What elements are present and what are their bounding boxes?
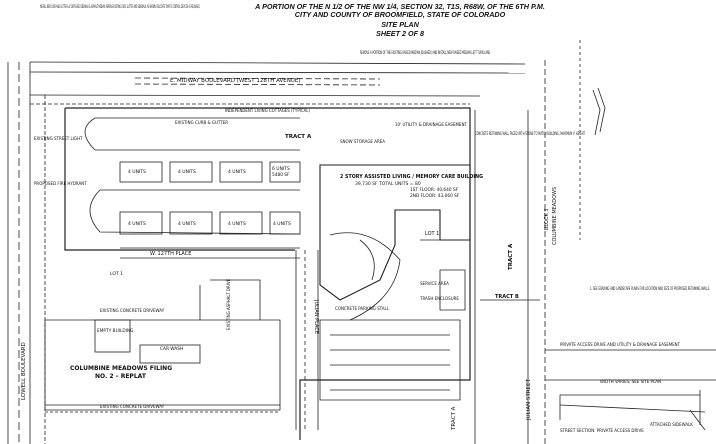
tract-a-label: TRACT A	[508, 243, 514, 270]
empty-building-label: EMPTY BUILDING	[97, 328, 134, 334]
note-asphalt-drive: EXISTING ASPHALT DRIVE	[226, 278, 231, 330]
note-existing-driveway-2: EXISTING CONCRETE DRIVEWAY	[100, 404, 165, 409]
assisted-living-label: 2 STORY ASSISTED LIVING / MEMORY CARE BU…	[340, 174, 483, 180]
legend-width: WIDTH VARIES, SEE SITE PLAN	[600, 379, 661, 384]
assisted-living-detail: 39,730 SF TOTAL UNITS = 80	[355, 181, 421, 187]
midway-curb-north	[29, 61, 526, 65]
note-snow-storage: SNOW STORAGE AREA	[340, 139, 385, 144]
lot1b-label: LOT 1	[110, 271, 123, 277]
midway-curb-south	[29, 94, 481, 97]
julian-place-label: JULIAN PLACE	[313, 299, 319, 334]
second-floor-area: 2ND FLOOR: 43,060 SF	[410, 193, 460, 199]
note-median: REMOVE A PORTION OF THE EXISTING RAISED …	[360, 50, 490, 55]
unit-label-2: 4 UNITS	[178, 169, 196, 175]
unit-label-8: 4 UNITS	[273, 221, 291, 227]
note-private-access: PRIVATE ACCESS DRIVE AND UTILITY & DRAIN…	[560, 342, 681, 347]
car-wash-label: CAR WASH	[160, 346, 183, 352]
unit-label-3: 4 UNITS	[228, 169, 246, 175]
legend-attached: ATTACHED SIDEWALK	[650, 422, 693, 427]
note-existing-driveway: EXISTING CONCRETE DRIVEWAY	[100, 308, 165, 313]
note-trash: TRASH ENCLOSURE	[419, 296, 459, 301]
w127th-label: W. 127TH PLACE	[150, 251, 191, 257]
unit-label-1: 4 UNITS	[128, 169, 146, 175]
lot1-label: LOT 1	[425, 231, 439, 237]
subdivision-replat: NO. 2 – REPLAT	[95, 373, 147, 380]
first-floor-area: 1ST FLOOR: 40,640 SF	[410, 187, 459, 193]
note-curb: EXISTING CURB & GUTTER	[175, 120, 228, 125]
title-sheet-number: SHEET 2 OF 8	[376, 29, 424, 38]
tract-b-label: TRACT B	[495, 294, 519, 300]
midway-label: E. MIDWAY BOULEVARD (WEST 128TH AVENUE)	[170, 78, 301, 84]
block5-label: BLOCK 5	[544, 208, 550, 230]
note-fire-hydrant: PROPOSED FIRE HYDRANT	[34, 181, 87, 186]
note-general-1: 1. SEE GRADING AND LANDSCAPE PLANS FOR L…	[590, 286, 710, 291]
unit-label-4: 6 UNITS	[272, 166, 290, 172]
note-cottages: INDEPENDENT LIVING COTTAGES (TYPICAL)	[225, 108, 310, 113]
note-street-light: EXISTING STREET LIGHT	[34, 136, 83, 141]
julian-street-label: JULIAN STREET	[526, 378, 532, 421]
note-service: SERVICE AREA	[420, 281, 449, 286]
tract-a-top-label: TRACT A	[285, 134, 312, 140]
assisted-living-footprint	[319, 164, 471, 301]
note-street-section: STREET SECTION: PRIVATE ACCESS DRIVE	[560, 428, 644, 433]
note-top-left: INSTALL NEW CURB AND GUTTER & 8' DETACHE…	[40, 4, 200, 9]
title-jurisdiction: CITY AND COUNTY OF BROOMFIELD, STATE OF …	[294, 10, 506, 19]
midway-curb-mid	[29, 71, 526, 74]
tract-a-bottom-label: TRACT A	[451, 406, 457, 431]
lowell-label: LOWELL BOULEVARD	[21, 342, 27, 400]
unit-label-5: 4 UNITS	[128, 221, 146, 227]
title-legal-description: A PORTION OF THE N 1/2 OF THE NW 1/4, SE…	[255, 2, 545, 11]
note-parking: CONCRETE PARKING STALL	[335, 306, 390, 311]
note-retaining-wall: CONCRETE RETAINING WALL FACED WITH STONE…	[475, 131, 585, 136]
subdivision-name: COLUMBINE MEADOWS FILING	[70, 365, 172, 372]
columbine-right-label: COLUMBINE MEADOWS	[552, 187, 558, 245]
unit-sf-label: 5480 SF	[272, 172, 290, 178]
title-site-plan: SITE PLAN	[381, 20, 419, 29]
unit-label-6: 4 UNITS	[178, 221, 196, 227]
note-easement: 10' UTILITY & DRAINAGE EASEMENT	[395, 122, 467, 127]
empty-building-footprint	[94, 319, 131, 353]
unit-label-7: 4 UNITS	[228, 221, 246, 227]
